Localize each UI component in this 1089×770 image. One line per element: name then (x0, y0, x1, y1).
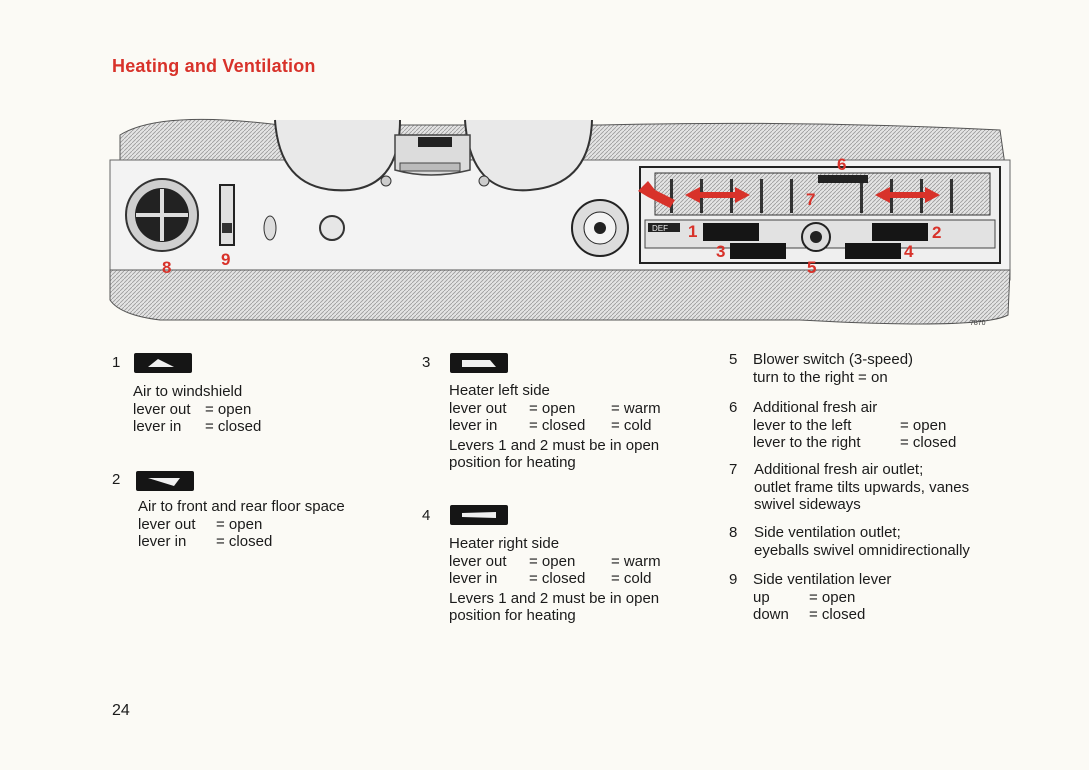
item-9-text: Side ventilation lever up = open down = cl… (753, 571, 891, 624)
item-2-text: Air to front and rear floor space lever … (138, 498, 345, 551)
item-3-row1-b: = open (529, 399, 576, 417)
item-2-row2-b: = closed (216, 533, 273, 550)
item-8-text: Side ventilation outlet; eyeballs swivel… (754, 524, 970, 559)
item-4-row2-b: = closed (529, 570, 586, 587)
item-4-row2-c: = cold (611, 570, 652, 587)
item-4-text: Heater right side lever out= open= warm … (449, 535, 661, 625)
dashboard-illustration: DEF 1 2 3 4 5 6 7 8 9 7870 (109, 118, 1011, 327)
item-6-row1-a: lever to the left (753, 416, 852, 434)
item-2-desc: Air to front and rear floor space (138, 498, 345, 515)
item-7-line1: Additional fresh air outlet; (754, 461, 924, 478)
item-3-row1-a: lever out (449, 399, 507, 417)
item-2-row1-a: lever out (138, 515, 196, 533)
item-1-row2-b: = closed (205, 418, 262, 435)
item-8-line2: eyeballs swivel omnidirectionally (754, 541, 970, 559)
item-6-text: Additional fresh air lever to the left = … (753, 399, 956, 452)
item-6-row2-a: lever to the right (753, 434, 861, 451)
item-4-number: 4 (422, 507, 431, 524)
callout-1: 1 (688, 222, 697, 241)
lever-1-icon (134, 353, 192, 373)
item-3-row2-a: lever in (449, 417, 498, 434)
item-4-row1-c: = warm (611, 552, 661, 570)
item-4-note2: position for heating (449, 607, 576, 624)
item-1-text: Air to windshield lever out = open lever … (133, 383, 261, 436)
item-4-note1: Levers 1 and 2 must be in open (449, 589, 660, 607)
item-4-row1-b: = open (529, 552, 576, 570)
item-6-line1: Additional fresh air (753, 399, 878, 416)
item-6-row2-b: = closed (900, 434, 957, 451)
item-3-text: Heater left side lever out = open = warm l… (449, 382, 661, 472)
item-5-text: Blower switch (3-speed) turn to the righ… (753, 351, 913, 386)
def-label: DEF (652, 224, 668, 233)
item-9-row2-a: down (753, 606, 789, 623)
item-3-number: 3 (422, 354, 431, 371)
callout-8: 8 (162, 258, 171, 277)
item-2-row2-a: lever in (138, 533, 187, 550)
item-7-number: 7 (729, 461, 738, 478)
item-6-row1-b: = open (900, 416, 947, 434)
item-5-number: 5 (729, 351, 738, 368)
item-9-row1-b: = open (809, 588, 856, 606)
item-3-desc: Heater left side (449, 382, 550, 399)
item-9-number: 9 (729, 571, 738, 588)
item-9-row1-a: up (753, 588, 770, 606)
item-7-line3: swivel sideways (754, 496, 861, 513)
item-1-desc: Air to windshield (133, 383, 243, 400)
item-3-note2: position for heating (449, 454, 576, 471)
item-9-line1: Side ventilation lever (753, 571, 892, 588)
item-8-number: 8 (729, 524, 738, 541)
item-2-row1-b: = open (216, 515, 263, 533)
item-1-row2-a: lever in (133, 418, 182, 435)
item-4-row1-a: lever out (449, 552, 507, 570)
item-4-row2-a: lever in (449, 570, 498, 587)
lever-2-icon (136, 471, 194, 491)
callout-6: 6 (837, 155, 846, 174)
callout-5: 5 (807, 258, 816, 277)
page-title: Heating and Ventilation (112, 56, 316, 76)
item-1-row1-a: lever out (133, 400, 191, 418)
item-3-row1-c: = warm (611, 399, 661, 417)
callout-7: 7 (806, 190, 815, 209)
item-1-number: 1 (112, 354, 121, 371)
item-7-line2: outlet frame tilts upwards, vanes (754, 478, 970, 496)
lever-3-icon (450, 353, 508, 373)
item-7-text: Additional fresh air outlet; outlet fram… (754, 461, 969, 514)
callout-2: 2 (932, 223, 941, 242)
callout-4: 4 (904, 242, 914, 261)
figure-code: 7870 (970, 320, 986, 327)
item-4-desc: Heater right side (449, 535, 560, 552)
item-6-number: 6 (729, 399, 738, 416)
item-5-line2: turn to the right = on (753, 368, 888, 386)
item-1-row1-b: = open (205, 400, 252, 418)
item-5-line1: Blower switch (3-speed) (753, 351, 914, 368)
item-8-line1: Side ventilation outlet; (754, 524, 901, 541)
callout-9: 9 (221, 250, 230, 269)
item-3-row2-b: = closed (529, 417, 586, 434)
item-2-number: 2 (112, 471, 121, 488)
callout-3: 3 (716, 242, 725, 261)
item-3-note1: Levers 1 and 2 must be in open (449, 436, 660, 454)
page-number: 24 (112, 702, 130, 719)
item-3-row2-c: = cold (611, 417, 652, 434)
item-9-row2-b: = closed (809, 606, 866, 623)
lever-4-icon (450, 505, 508, 525)
